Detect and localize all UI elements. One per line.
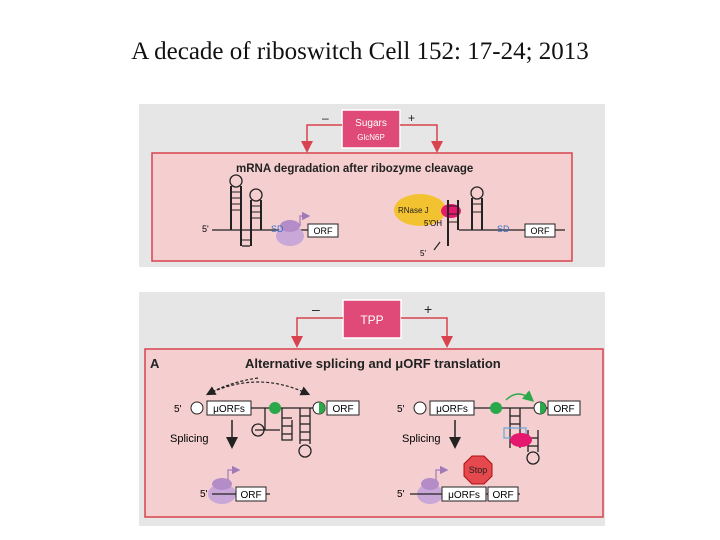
plus-arrow (400, 124, 443, 153)
orf-left-box (307, 223, 339, 238)
panel-letter: A (150, 356, 160, 371)
orf-bottom-right: ORF (492, 490, 513, 501)
minus-sign-2: – (312, 301, 320, 317)
uorfs-bottom-right-box (441, 486, 487, 502)
orf-top-left: ORF (332, 404, 353, 415)
slide-title: A decade of riboswitch Cell 152: 17-24; … (131, 38, 589, 65)
orf-left: ORF (314, 226, 334, 236)
rnase-label: RNase J (398, 206, 429, 215)
five-prime-top-right: 5' (397, 404, 405, 415)
five-prime-top-left: 5' (174, 404, 182, 415)
orf-top-right-box (547, 400, 581, 416)
stop-label: Stop (469, 465, 488, 475)
tpp-box (342, 299, 402, 339)
plus-arrow-2 (401, 317, 453, 348)
orf-bottom-left-box (235, 486, 267, 502)
uorfs-top-left: μORFs (213, 404, 245, 415)
minus-sign: – (322, 111, 329, 125)
five-oh-label: 5'OH (424, 219, 442, 228)
five-prime-label: 5' (202, 224, 209, 234)
orf-top-right: ORF (553, 404, 574, 415)
minus-arrow (301, 124, 342, 153)
tpp-label: TPP (360, 313, 383, 327)
alt-splice-arrows (207, 381, 311, 396)
mechanism-title-2: Alternative splicing and μORF translatio… (245, 356, 501, 371)
mechanism-title: mRNA degradation after ribozyme cleavage (236, 163, 473, 175)
uorfs-bottom-right: μORFs (448, 490, 480, 501)
splicing-right: Splicing (402, 433, 441, 445)
orf-bottom-right-box (487, 486, 519, 502)
ribosome-icon (276, 226, 304, 246)
left-aptamer (251, 408, 312, 458)
exon-circle (190, 401, 204, 415)
green-site (269, 402, 281, 414)
orf-bottom-left: ORF (240, 490, 261, 501)
plus-sign-2: + (424, 301, 432, 317)
splicing-left: Splicing (170, 433, 209, 445)
stop-sign-icon (463, 455, 493, 485)
orf-right: ORF (531, 226, 551, 236)
five-prime-bottom-left: 5' (200, 489, 208, 500)
sugars-box (341, 109, 401, 149)
sugars-label: Sugars (355, 118, 387, 129)
minus-arrow-2 (291, 317, 343, 348)
rnase-j-icon (394, 194, 446, 226)
five-prime-fragment: 5' (420, 249, 426, 258)
tpp-bound-icon (510, 433, 532, 447)
green-pairing-arrow (505, 390, 535, 402)
plus-sign: + (408, 111, 415, 125)
glcn6p-label: GlcN6P (357, 133, 385, 142)
sd-left: SD (271, 224, 284, 234)
uorfs-top-right: μORFs (436, 404, 468, 415)
orf-right-box (524, 223, 556, 238)
orf-top-left-box (326, 400, 360, 416)
figure2-panel: TPP – + A Alternative splicing and μORF … (139, 292, 605, 526)
five-prime-bottom-right: 5' (397, 489, 405, 500)
figure1-panel: Sugars GlcN6P – + mRNA degradation after… (139, 104, 605, 267)
sd-right: SD (497, 224, 510, 234)
